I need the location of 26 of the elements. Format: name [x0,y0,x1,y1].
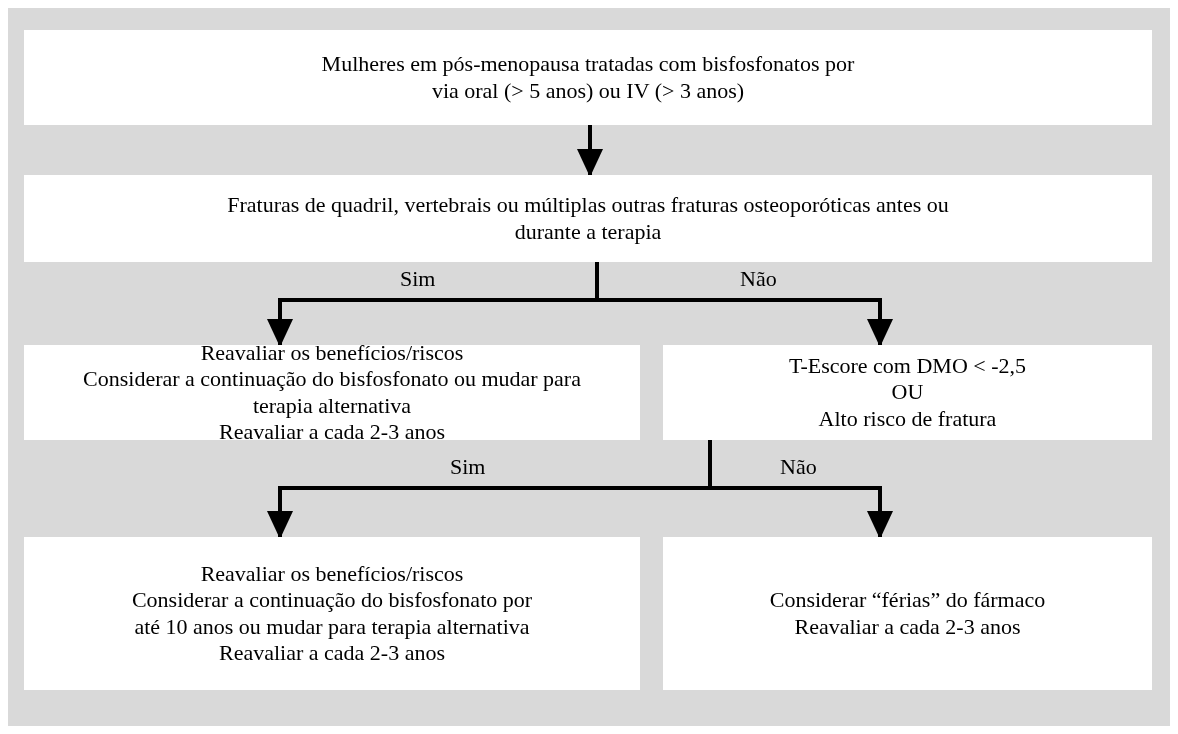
edge-label: Sim [450,456,486,478]
box-text: Reavaliar a cada 2-3 anos [219,639,445,667]
process-box [663,537,1152,690]
box-text: Fraturas de quadril, vertebrais ou múltiplas outras fraturas osteoporóticas antes ou durante a terapia [226,192,950,245]
box-text: Considerar a continuação do bisfosfonato ou mudar para terapia alternativa [82,366,582,419]
arrow [577,125,603,177]
process-box [663,345,1152,440]
edge-label: Não [740,268,777,290]
box-text: Reavaliar a cada 2-3 anos [794,613,1021,640]
box-text: T-Escore com DMO < -2,5 [788,352,1027,380]
arrow [708,440,893,539]
box-text: Mulheres em pós-menopausa tratadas com bisfosfonatos por via oral (> 5 anos) ou IV (> 3 anos) [320,51,856,104]
process-box [24,345,640,440]
edge-label: Sim [400,268,436,290]
box-text: Reavaliar a cada 2-3 anos [219,418,445,446]
edge-label: Não [780,456,817,478]
box-text: OU [891,379,924,406]
box-text: Considerar “férias” do fármaco [769,587,1046,614]
box-text: Reavaliar os benefícios/riscos [200,339,464,367]
box-text: Considerar a continuação do bisfosfonato por até 10 anos ou mudar para terapia alternativa [130,587,534,640]
process-box [24,175,1152,262]
box-text: Alto risco de fratura [818,405,997,433]
process-box [24,537,640,690]
process-box [24,30,1152,125]
box-text: Reavaliar os benefícios/riscos [200,560,464,588]
arrow [595,262,893,347]
